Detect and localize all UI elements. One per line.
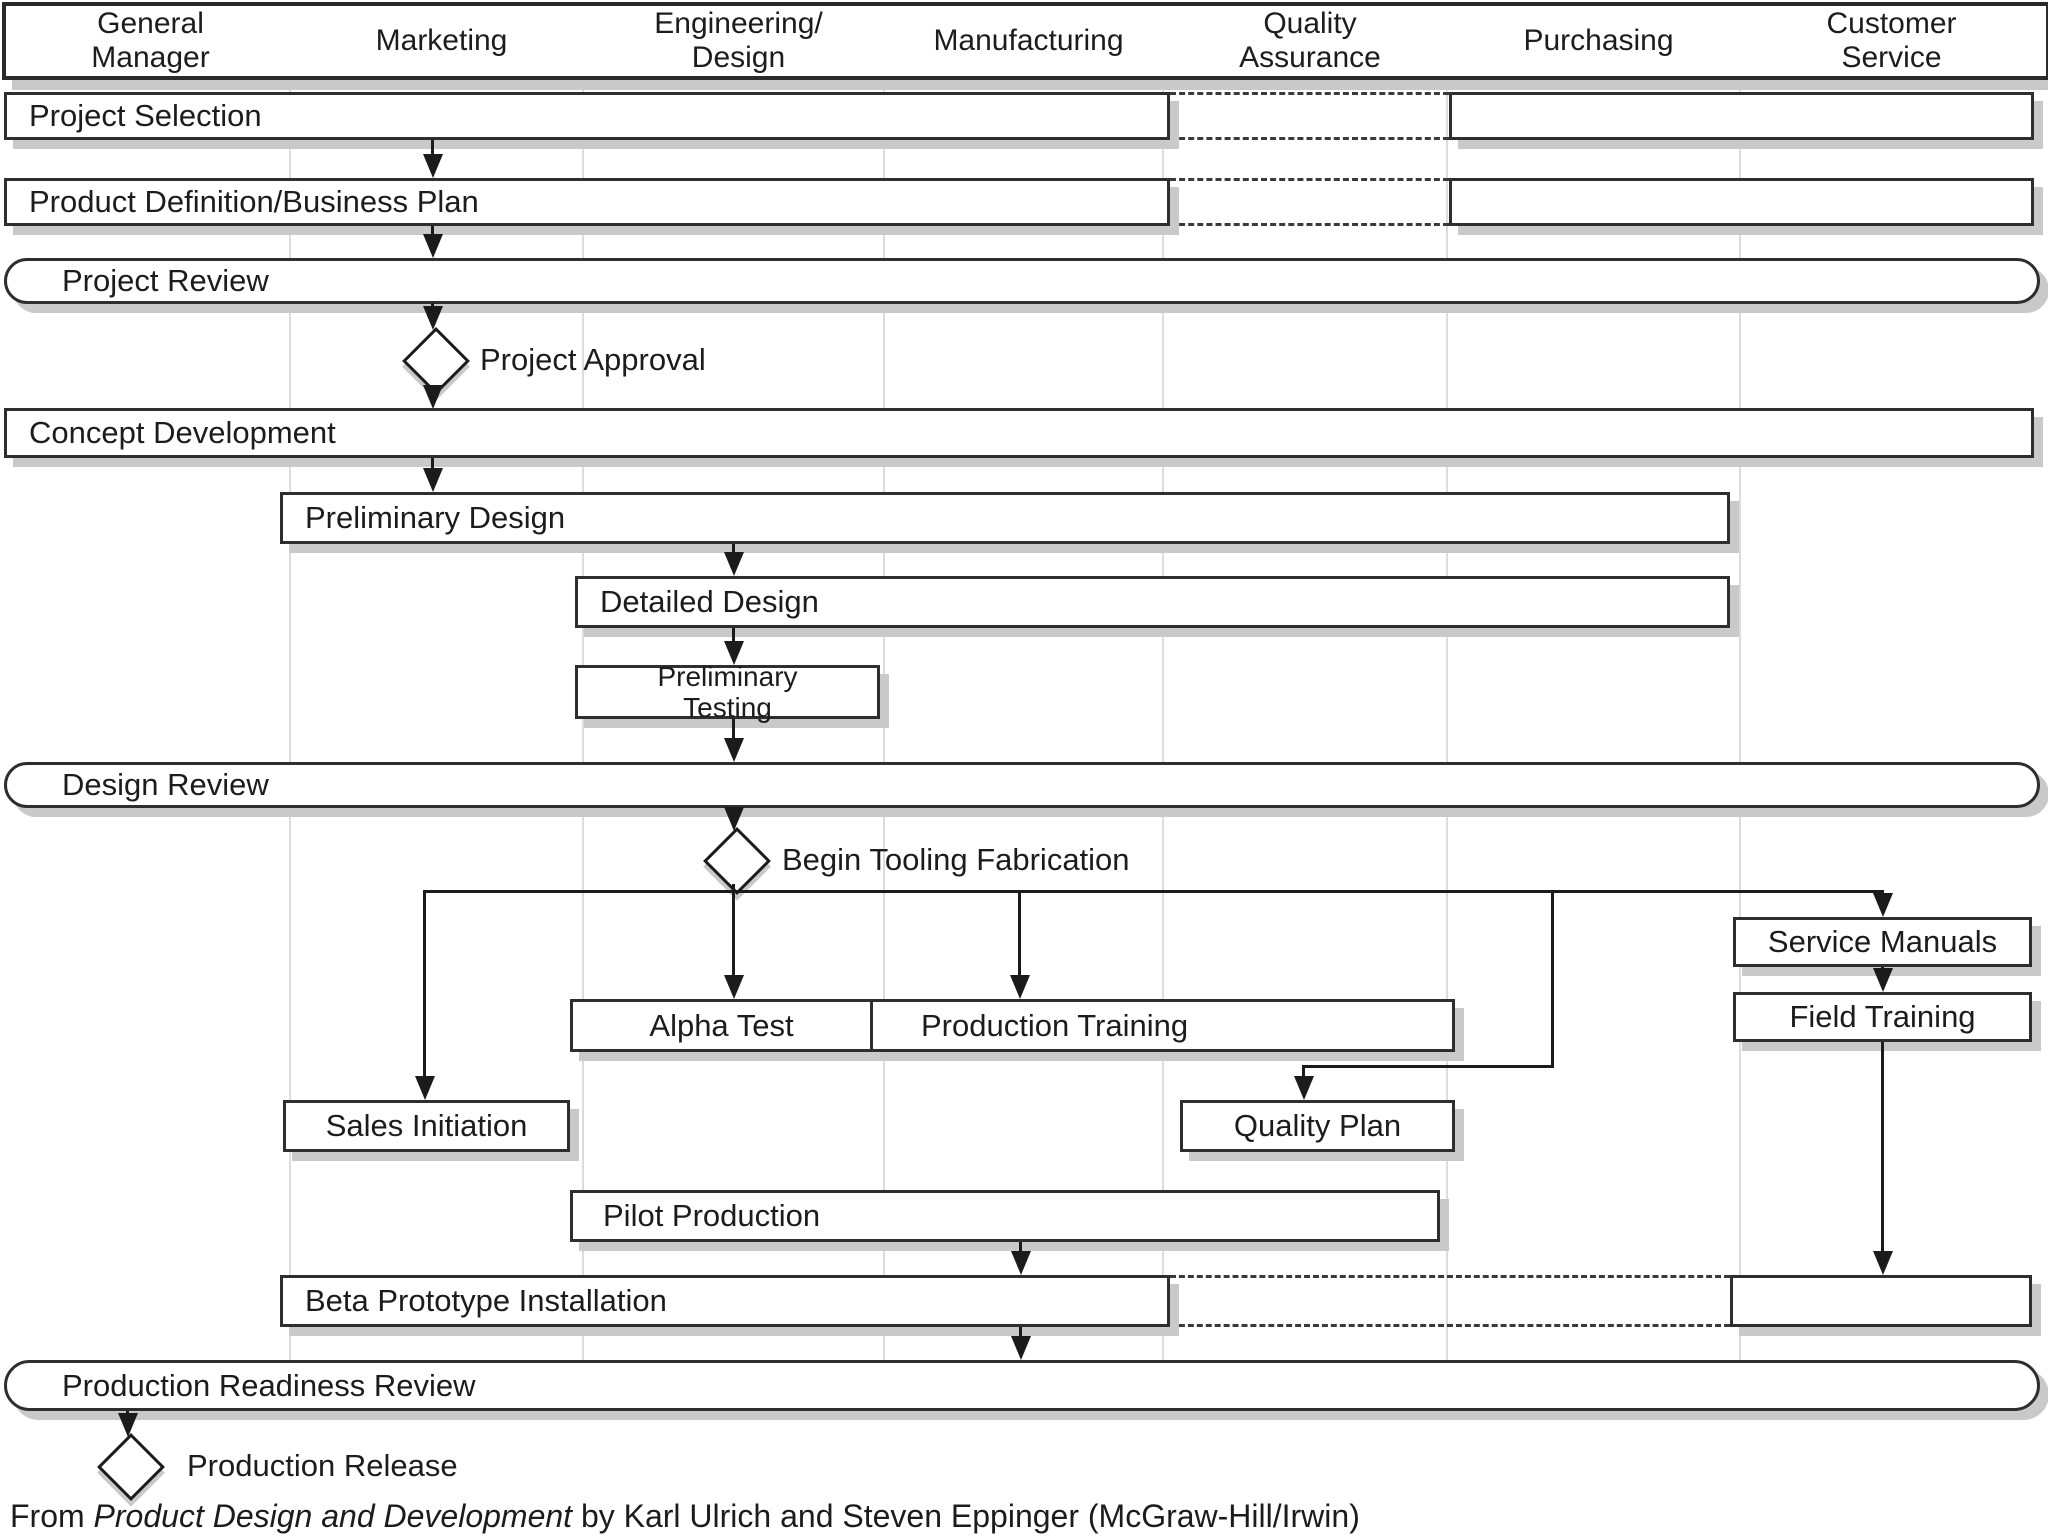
flow-line bbox=[732, 884, 735, 975]
node-project-review: Project Review bbox=[4, 258, 2040, 304]
lane-divider bbox=[883, 76, 885, 1372]
node-beta-prototype: Beta Prototype Installation bbox=[280, 1275, 1170, 1327]
arrow-down-icon bbox=[1011, 1251, 1031, 1275]
production-release-diamond-icon bbox=[97, 1433, 165, 1501]
lane-label-customer-service: Customer Service bbox=[1826, 7, 1957, 74]
node-quality-plan: Quality Plan bbox=[1180, 1100, 1455, 1152]
empty-box-project-selection bbox=[1449, 92, 2034, 140]
arrow-down-icon bbox=[423, 468, 443, 492]
lane-divider bbox=[289, 76, 291, 1372]
arrow-down-icon bbox=[724, 641, 744, 665]
node-detailed-design: Detailed Design bbox=[575, 576, 1730, 628]
flow-line bbox=[1018, 890, 1021, 975]
node-design-review: Design Review bbox=[4, 762, 2040, 808]
flow-line bbox=[732, 719, 735, 740]
branch-bend-quality bbox=[1304, 1065, 1554, 1068]
lane-label-general-manager: General Manager bbox=[91, 7, 210, 74]
arrow-down-icon bbox=[724, 975, 744, 999]
branch-line bbox=[425, 890, 1884, 893]
flow-line bbox=[431, 458, 434, 470]
flow-line bbox=[732, 544, 735, 554]
flow-line bbox=[1881, 1042, 1884, 1251]
empty-box-beta bbox=[1730, 1275, 2032, 1327]
source-caption: From Product Design and Development by K… bbox=[10, 1498, 1360, 1535]
flow-line bbox=[1881, 890, 1884, 893]
swimlane-header: General Manager Marketing Engineering/ D… bbox=[2, 2, 2048, 80]
begin-tooling-diamond-icon bbox=[703, 827, 771, 895]
node-sales-initiation: Sales Initiation bbox=[283, 1100, 570, 1152]
node-service-manuals: Service Manuals bbox=[1733, 917, 2032, 967]
dashed-segment-product-definition bbox=[1170, 178, 1449, 226]
lane-label-quality-assurance: Quality Assurance bbox=[1239, 7, 1381, 74]
arrow-down-icon bbox=[423, 385, 443, 409]
dashed-segment-project-selection bbox=[1170, 92, 1449, 140]
arrow-down-icon bbox=[1011, 1336, 1031, 1360]
arrow-down-icon bbox=[724, 807, 744, 831]
arrow-down-icon bbox=[423, 306, 443, 330]
lane-divider bbox=[1162, 76, 1164, 1372]
arrow-down-icon bbox=[423, 234, 443, 258]
flow-line bbox=[1019, 1327, 1022, 1336]
label-begin-tooling: Begin Tooling Fabrication bbox=[782, 842, 1130, 877]
arrow-down-icon bbox=[1294, 1076, 1314, 1100]
empty-box-product-definition bbox=[1449, 178, 2034, 226]
caption-book-title: Product Design and Development bbox=[93, 1498, 573, 1534]
arrow-down-icon bbox=[415, 1076, 435, 1100]
arrow-down-icon bbox=[423, 154, 443, 178]
arrow-down-icon bbox=[724, 738, 744, 762]
arrow-down-icon bbox=[724, 552, 744, 576]
node-production-readiness: Production Readiness Review bbox=[4, 1360, 2040, 1411]
label-production-release: Production Release bbox=[187, 1448, 458, 1483]
flow-line bbox=[732, 628, 735, 643]
caption-suffix: by Karl Ulrich and Steven Eppinger (McGr… bbox=[572, 1498, 1360, 1534]
flow-line bbox=[1881, 967, 1884, 968]
node-product-definition: Product Definition/Business Plan bbox=[4, 178, 1170, 226]
arrow-down-icon bbox=[1873, 1251, 1893, 1275]
node-concept-development: Concept Development bbox=[4, 408, 2034, 458]
lane-label-manufacturing: Manufacturing bbox=[933, 24, 1124, 58]
dashed-segment-beta bbox=[1170, 1275, 1730, 1327]
label-project-approval: Project Approval bbox=[480, 342, 706, 377]
node-field-training: Field Training bbox=[1733, 992, 2032, 1042]
flow-line bbox=[1019, 1242, 1022, 1251]
lane-label-engineering: Engineering/ Design bbox=[654, 7, 823, 74]
flow-line bbox=[431, 140, 434, 158]
arrow-down-icon bbox=[1873, 893, 1893, 917]
lane-divider bbox=[1446, 76, 1448, 1372]
node-alpha-test: Alpha Test bbox=[570, 999, 873, 1052]
arrow-down-icon bbox=[1010, 975, 1030, 999]
node-pilot-production: Pilot Production bbox=[570, 1190, 1440, 1242]
node-preliminary-design: Preliminary Design bbox=[280, 492, 1730, 544]
lane-divider bbox=[582, 76, 584, 1372]
node-production-training: Production Training bbox=[870, 999, 1455, 1052]
lane-divider bbox=[1739, 76, 1741, 1372]
flow-line bbox=[431, 226, 434, 238]
arrow-down-icon bbox=[1873, 968, 1893, 992]
caption-prefix: From bbox=[10, 1498, 94, 1534]
flow-line bbox=[1302, 1065, 1305, 1076]
lane-label-marketing: Marketing bbox=[375, 24, 508, 58]
branch-drop-quality bbox=[1551, 890, 1554, 1068]
flow-line bbox=[423, 890, 426, 1076]
lane-label-purchasing: Purchasing bbox=[1523, 24, 1674, 58]
node-preliminary-testing: Preliminary Testing bbox=[575, 661, 880, 723]
arrow-down-icon bbox=[118, 1413, 138, 1437]
node-project-selection: Project Selection bbox=[4, 92, 1170, 140]
